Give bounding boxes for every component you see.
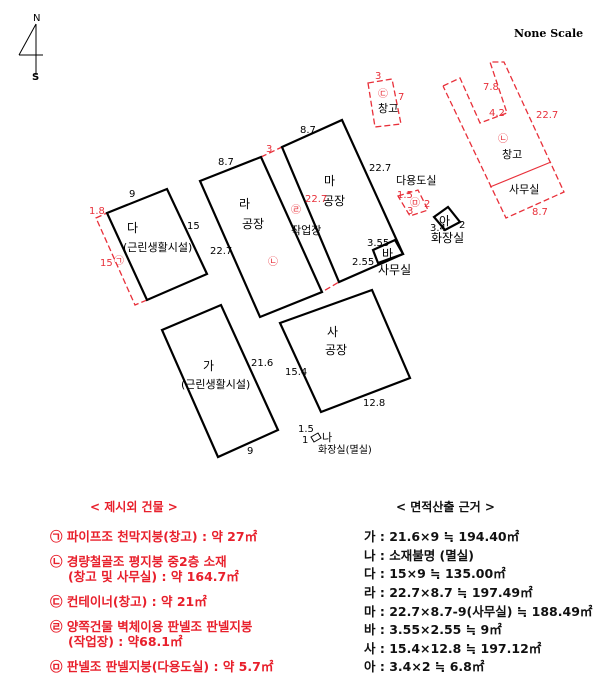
extra-building-3 [367,78,402,128]
legend-item: ㉡ 경량철골조 평지붕 중2층 소재 [50,553,227,569]
extra-building-5 [397,189,429,217]
legend-item: 사 : 15.4×12.8 ≒ 197.12㎡ [364,640,542,656]
building-sa [278,288,412,414]
dim-e2-3: 22.7 [536,110,558,121]
label-ra-use: 공장 [242,217,264,231]
dim-da-length: 15 [187,221,200,232]
mark-e4: ㉣ [291,204,301,216]
mark-e2: ㉡ [498,133,508,145]
legend-item: 가 : 21.6×9 ≒ 194.40㎡ [364,529,520,544]
legend-item: ㉠ 파이프조 천막지붕(창고) : 약 27㎡ [50,529,258,544]
dim-e2-2: 4.2 [489,108,505,119]
dim-sa-length: 15.4 [285,367,307,378]
dim-sa-width: 12.8 [363,398,385,409]
dim-ma-width: 8.7 [300,125,316,136]
dim-e4-width: 3 [266,144,272,155]
label-sa-use: 공장 [325,343,347,357]
label-da-use: (근린생활시설) [123,240,192,254]
dim-ba-length: 2.55 [352,257,374,268]
label-na: 나 [322,431,332,444]
label-e2-use2: 사무실 [509,183,539,196]
label-ga-use: (근린생활시설) [181,377,250,391]
building-na [310,432,322,443]
dim-da-width: 9 [129,189,135,200]
label-na-use: 화장실(멸실) [318,444,372,456]
dim-ba-width: 3.55 [367,238,389,249]
north-arrow-icon [18,23,43,75]
legend-item: (창고 및 사무실) : 약 164.7㎡ [68,569,239,585]
mark-e2-on-ra: ㉡ [268,256,278,268]
extra-building-2-divider [489,161,552,188]
dim-na-length: 1.5 [298,424,314,435]
building-da [105,187,209,302]
label-ga: 가 [203,359,214,373]
label-utility-room: 다용도실 [396,174,436,187]
dim-e1-length: 15 [100,258,113,269]
legend-item: ㉤ 판넬조 판넬지붕(다용도실) : 약 5.7㎡ [50,658,274,674]
legend-item: 아 : 3.4×2 ≒ 6.8㎡ [364,659,485,675]
building-ba [371,238,405,265]
legend-title: < 제시외 건물 > [90,500,178,514]
mark-e1: ㉠ [114,255,124,267]
label-ba-use: 사무실 [378,263,411,277]
label-e2-use: 창고 [502,148,522,161]
dim-e5-1: 1.5 [397,190,413,201]
dim-e4-length: 22.7 [305,194,327,205]
legend-item: ㉢ 컨테이너(창고) : 약 21㎡ [50,593,207,609]
legend-title: < 면적산출 근거 > [396,500,495,514]
area-calculation-legend: < 면적산출 근거 > 가 : 21.6×9 ≒ 194.40㎡ 나 : 소재불… [364,500,592,678]
legend-item: 마 : 22.7×8.7-9(사무실) ≒ 188.49㎡ [364,603,593,619]
dim-ma-length: 22.7 [369,163,391,174]
label-ma: 마 [324,174,335,188]
label-da: 다 [127,221,138,235]
building-ga [160,303,280,459]
label-a: 아 [439,214,450,228]
legend-item: ㉣ 양쪽건물 벽체이용 판넬조 판넬지붕 [50,618,253,634]
compass-south: S [32,72,39,83]
dim-ga-length: 21.6 [251,358,273,369]
mark-e3: ㉢ [378,88,388,100]
dim-e5-3: 2 [424,199,430,210]
dim-e3-width: 3 [375,71,381,82]
label-e4-use: 작업장 [291,224,321,237]
dim-na-width: 1 [302,435,308,446]
extra-buildings-legend: < 제시외 건물 > ㉠ 파이프조 천막지붕(창고) : 약 27㎡ ㉡ 경량철… [50,500,273,683]
dim-a-width: 2 [459,220,465,231]
legend-item: 다 : 15×9 ≒ 135.00㎡ [364,566,506,582]
dim-e2-4: 8.7 [532,207,548,218]
building-a [432,205,462,232]
legend-item: 나 : 소재불명 (멸실) [364,547,474,563]
legend-item: 라 : 22.7×8.7 ≒ 197.49㎡ [364,584,533,600]
dim-ga-width: 9 [247,446,253,457]
dim-e3-length: 7 [398,92,404,103]
building-ra [198,155,324,319]
compass-north: N [33,13,40,24]
legend-item: 바 : 3.55×2.55 ≒ 9㎡ [364,622,502,638]
label-ba: 바 [382,247,393,261]
dim-a-length: 3.4 [430,223,446,234]
legend-item: (작업장) : 약68.1㎡ [68,634,183,650]
mark-e5: ㉤ [410,197,420,209]
label-a-use: 화장실 [431,231,464,245]
extra-building-4 [260,146,340,293]
label-ra: 라 [239,197,250,211]
label-sa: 사 [327,325,338,339]
dim-e5-2: 3 [407,206,413,217]
dim-ra-length: 22.7 [210,246,232,257]
label-ma-use: 공장 [323,194,345,208]
dim-e2-1: 7.8 [483,82,499,93]
dim-ra-width: 8.7 [218,157,234,168]
scale-label: None Scale [514,27,584,40]
dim-e1-width: 1.8 [89,206,105,217]
label-e3-use: 창고 [378,102,398,115]
